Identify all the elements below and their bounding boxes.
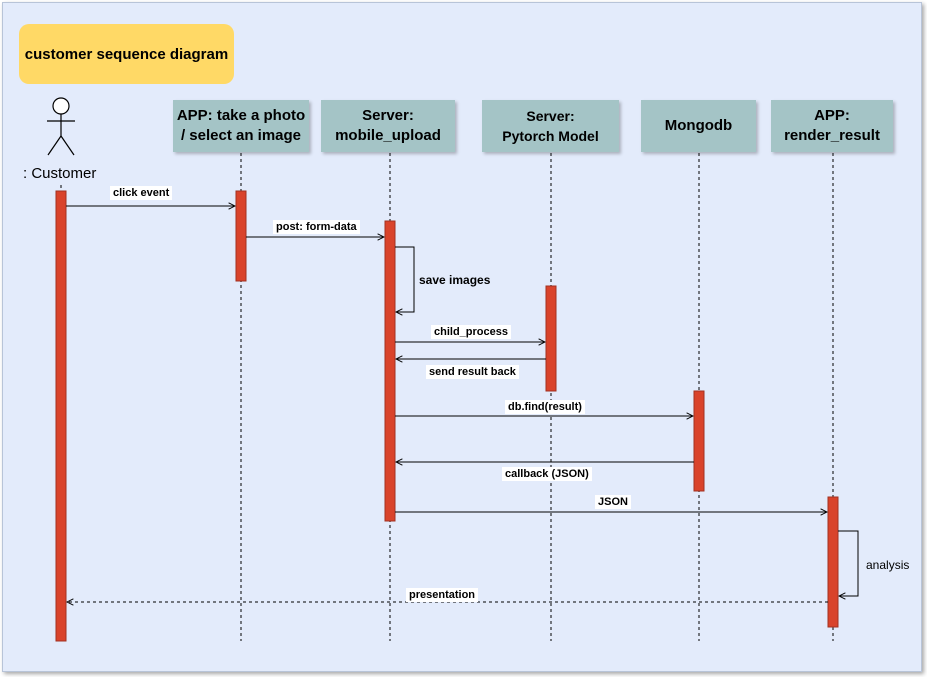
participant-mobile-upload-line1: Server: — [362, 107, 414, 124]
diagram-svg — [47, 97, 859, 642]
participant-mongodb-label: Mongodb — [664, 117, 733, 134]
activation-mongodb — [693, 390, 705, 492]
participant-mobile-upload-line2: mobile_upload — [335, 127, 441, 144]
activation-render-result — [827, 496, 839, 628]
participant-app-photo-line2: / select an image — [180, 127, 302, 144]
participant-app-photo-line1: APP: take a photo — [176, 107, 306, 124]
activation-customer — [55, 190, 67, 642]
message-presentation: presentation — [406, 588, 479, 602]
message-click-event: click event — [110, 186, 173, 200]
message-json: JSON — [595, 495, 631, 509]
participant-app-photo: APP: take a photo / select an image — [173, 100, 309, 152]
participant-render-result-line2: render_result — [784, 127, 880, 144]
customer-label: : Customer — [23, 165, 97, 182]
diagram-title: customer sequence diagram — [19, 24, 234, 84]
customer-actor-icon — [47, 97, 75, 156]
message-post-form-data: post: form-data — [273, 220, 360, 234]
participant-pytorch-model: Server: Pytorch Model — [482, 100, 619, 152]
participant-mongodb: Mongodb — [641, 100, 756, 152]
message-db-find: db.find(result) — [505, 400, 585, 414]
activation-mobile-upload — [384, 220, 396, 522]
participant-pytorch-model-line2: Pytorch Model — [502, 128, 599, 144]
participant-mobile-upload: Server: mobile_upload — [321, 100, 455, 152]
message-send-result-back: send result back — [426, 365, 519, 379]
arrow-save-images — [395, 246, 415, 312]
message-save-images: save images — [419, 273, 491, 287]
activation-pytorch-model — [545, 285, 557, 392]
message-analysis: analysis — [866, 558, 910, 572]
participant-render-result-line1: APP: — [814, 107, 850, 124]
participant-render-result: APP: render_result — [771, 100, 893, 152]
message-child-process: child_process — [431, 325, 511, 339]
participant-pytorch-model-line1: Server: — [526, 108, 575, 124]
activation-app-photo — [235, 190, 247, 282]
message-callback-json: callback (JSON) — [502, 467, 592, 481]
arrow-analysis — [838, 530, 859, 596]
